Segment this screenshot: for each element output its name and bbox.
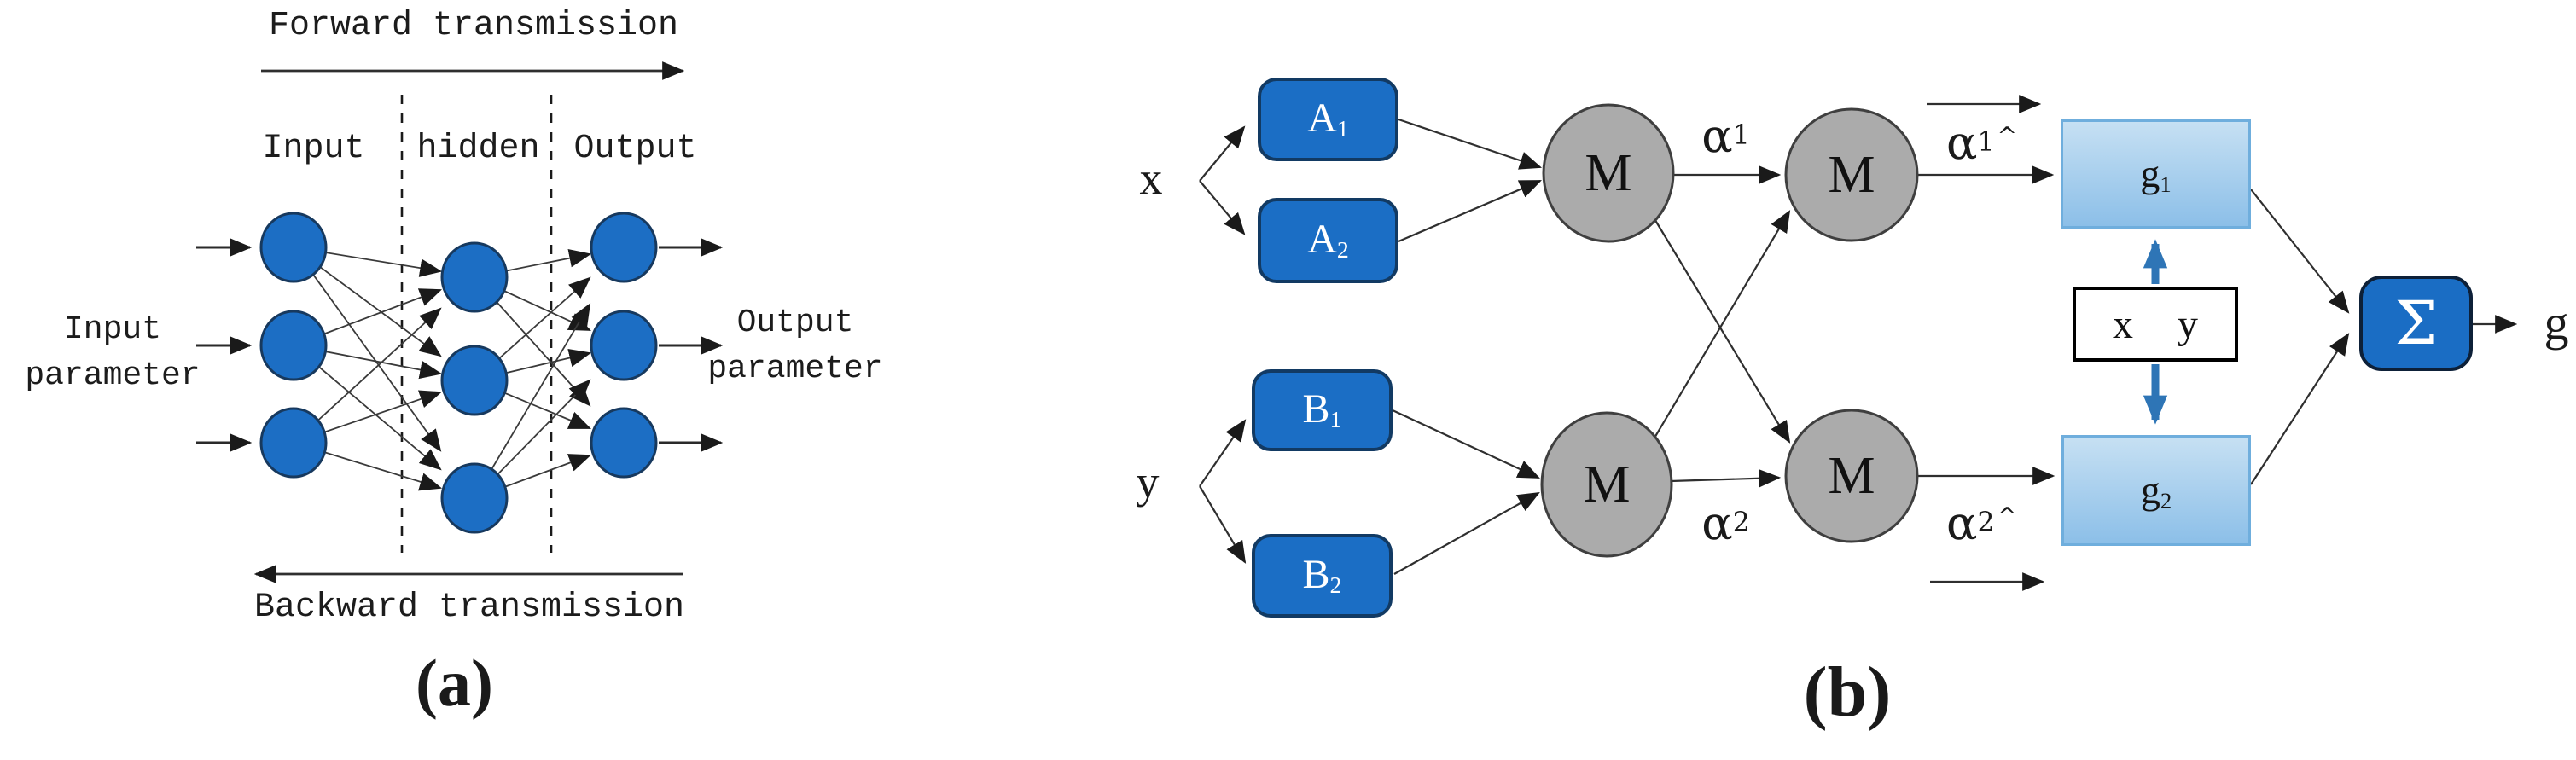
hidden-node: [440, 462, 509, 534]
m-node-label: M: [1828, 145, 1875, 204]
input-node: [259, 407, 328, 479]
panel-b-caption: (b): [1803, 653, 1892, 732]
fuzzy-set-box-a2: A2: [1258, 198, 1398, 283]
g2-text: g2: [2140, 467, 2172, 513]
b2-to-m-arrow: [1393, 491, 1540, 575]
fuzzy-set-a1-text: A1: [1307, 96, 1349, 143]
edge: [293, 247, 442, 452]
cross-arrow-top-to-bottom: [1653, 217, 1791, 444]
edge: [474, 303, 591, 499]
b1-to-m-arrow: [1392, 409, 1540, 479]
panel-a-caption: (a): [416, 646, 493, 720]
panel-b-graphics: [1199, 95, 2518, 591]
a2-to-m-arrow: [1398, 179, 1542, 243]
fuzzy-set-box-b2: B2: [1252, 534, 1393, 618]
m-node-label: M: [1583, 455, 1631, 513]
m-node-ellipse: [1784, 107, 1919, 242]
m-node-ellipse: [1540, 411, 1673, 558]
forward-transmission-label: Forward transmission: [268, 7, 679, 45]
xy-box-x: x: [2113, 301, 2133, 347]
g1-to-sum-arrow: [2250, 189, 2350, 314]
input-parameter-label: Input parameter: [7, 307, 218, 399]
cross-arrow-bottom-to-top: [1653, 210, 1791, 440]
m-node-label: M: [1828, 446, 1875, 505]
sum-node: Σ: [2359, 276, 2473, 371]
output-node: [590, 310, 658, 381]
output-layer-label: Output: [573, 130, 697, 168]
g1-text: g1: [2140, 151, 2172, 197]
sigma-symbol: Σ: [2394, 288, 2438, 358]
input-parameter-line1: Input: [63, 311, 162, 348]
fuzzy-set-a2-text: A2: [1307, 217, 1349, 264]
y-branch-arrow: [1199, 485, 1247, 564]
hidden-node: [440, 241, 509, 313]
x-input-label: x: [1139, 153, 1163, 204]
fuzzy-set-box-a1: A1: [1258, 78, 1398, 161]
input-node: [259, 310, 328, 381]
output-parameter-line2: parameter: [707, 351, 883, 387]
m-node-ellipse: [1542, 103, 1675, 243]
hidden-layer-label: hidden: [416, 130, 540, 168]
panel-a-graphics: [196, 61, 724, 583]
fuzzy-set-b2-text: B2: [1302, 552, 1342, 600]
input-layer-label: Input: [262, 130, 365, 168]
xy-box-y: y: [2178, 301, 2198, 347]
alpha2-arrow: [1670, 468, 1782, 488]
x-branch-arrow: [1199, 125, 1246, 182]
m-node-label: M: [1585, 143, 1632, 202]
m-node-ellipse: [1784, 409, 1919, 543]
y-input-label: y: [1136, 456, 1160, 508]
output-g-label: g: [2544, 295, 2569, 351]
a1-to-m-arrow: [1398, 118, 1543, 170]
input-node: [259, 212, 328, 283]
output-node: [590, 212, 658, 283]
output-parameter-label: Output parameter: [689, 300, 901, 392]
fuzzy-set-b1-text: B1: [1302, 386, 1342, 434]
output-node: [590, 407, 658, 479]
y-branch-arrow: [1199, 419, 1247, 487]
hidden-node: [440, 345, 509, 416]
xy-input-box: x y: [2073, 287, 2238, 362]
output-parameter-line1: Output: [736, 305, 854, 341]
backward-transmission-label: Backward transmission: [253, 589, 685, 627]
g1-box: g1: [2061, 119, 2251, 229]
fuzzy-set-box-b1: B1: [1252, 369, 1393, 451]
input-parameter-line2: parameter: [25, 357, 201, 394]
x-branch-arrow: [1199, 180, 1246, 235]
g2-to-sum-arrow: [2250, 333, 2350, 485]
g2-box: g2: [2061, 435, 2251, 546]
